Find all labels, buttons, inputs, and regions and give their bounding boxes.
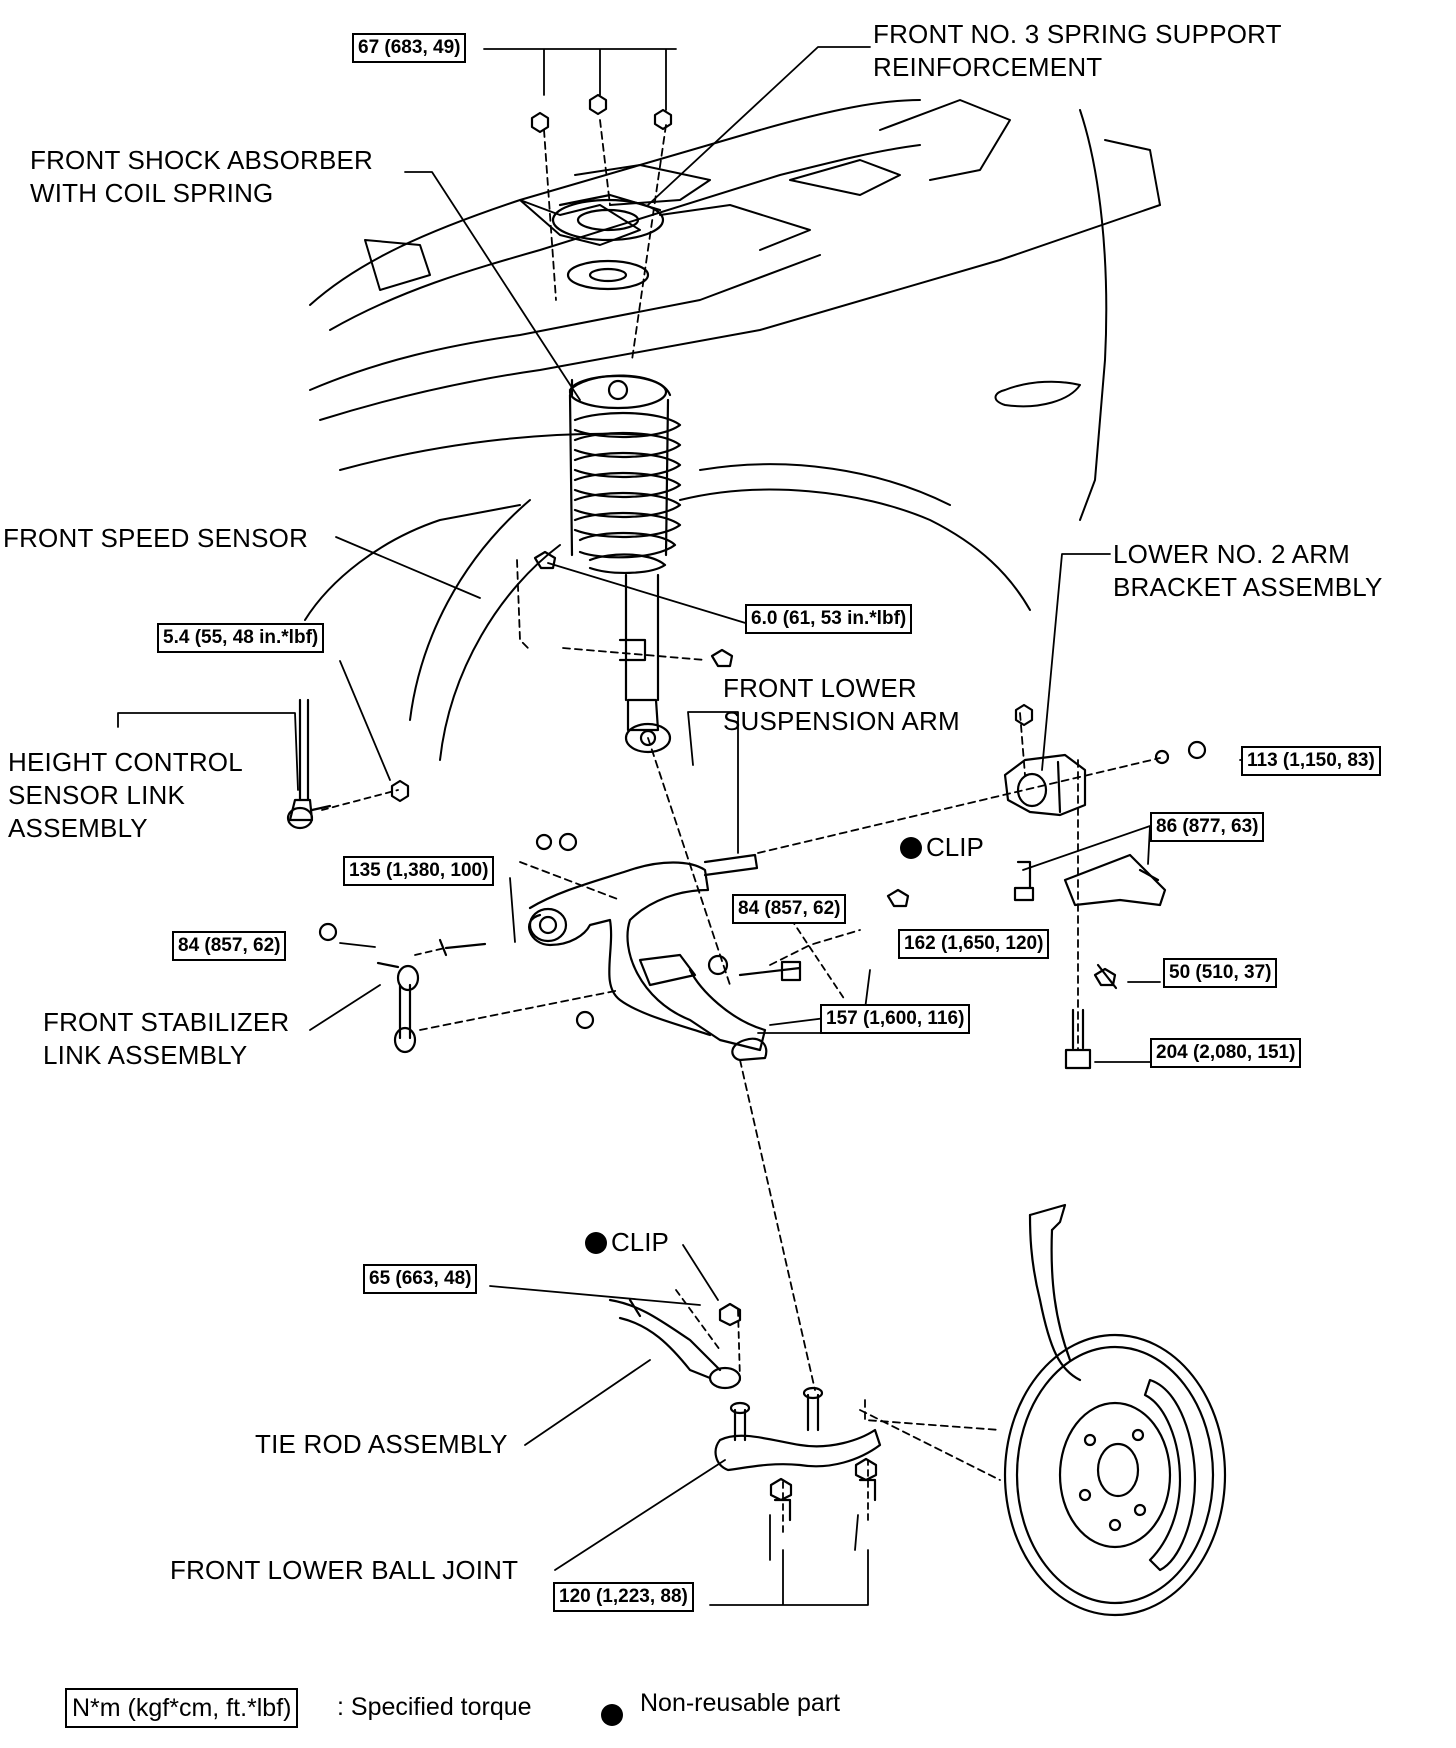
lower-suspension-arm-drawing: [528, 853, 768, 1062]
torque-120: 120 (1,223, 88): [553, 1582, 694, 1612]
fasteners: [318, 93, 1207, 1522]
clip-label-upper: CLIP: [900, 832, 984, 862]
legend-dot-icon: [601, 1704, 623, 1726]
torque-157: 157 (1,600, 116): [820, 1004, 971, 1034]
torque-162: 162 (1,650, 120): [898, 929, 1050, 959]
torque-84-arm: 84 (857, 62): [732, 894, 847, 924]
nonreusable-dot-icon: [900, 837, 922, 859]
torque-135: 135 (1,380, 100): [343, 856, 495, 886]
knuckle-rotor-drawing: [1003, 1203, 1227, 1617]
torque-65: 65 (663, 48): [363, 1264, 478, 1294]
legend-torque-unit: N*m (kgf*cm, ft.*lbf): [65, 1688, 299, 1728]
torque-6-0: 6.0 (61, 53 in.*lbf): [745, 604, 913, 634]
ball-joint-drawing: [714, 1386, 882, 1472]
label-shock-absorber: FRONT SHOCK ABSORBER WITH COIL SPRING: [30, 145, 374, 208]
torque-86: 86 (877, 63): [1150, 812, 1265, 842]
vehicle-body-outline: [304, 99, 1161, 761]
label-lower-suspension-arm: FRONT LOWER SUSPENSION ARM: [723, 673, 960, 736]
legend-nonreusable-desc: Non-reusable part: [640, 1689, 841, 1717]
torque-204: 204 (2,080, 151): [1150, 1038, 1302, 1068]
label-lower-no2-arm-bracket: LOWER NO. 2 ARM BRACKET ASSEMBLY: [1113, 539, 1383, 602]
torque-84-link: 84 (857, 62): [172, 931, 287, 961]
label-lower-ball-joint: FRONT LOWER BALL JOINT: [170, 1555, 519, 1585]
stabilizer-link-drawing: [376, 961, 420, 1054]
label-height-control-link: HEIGHT CONTROL SENSOR LINK ASSEMBLY: [8, 747, 243, 843]
legend-torque-desc: : Specified torque: [337, 1693, 532, 1721]
torque-5-4: 5.4 (55, 48 in.*lbf): [157, 623, 325, 653]
shock-absorber-drawing: [551, 193, 682, 754]
torque-50: 50 (510, 37): [1163, 958, 1278, 988]
torque-67: 67 (683, 49): [352, 33, 467, 63]
nonreusable-dot-icon: [585, 1232, 607, 1254]
label-speed-sensor: FRONT SPEED SENSOR: [3, 523, 309, 553]
label-stabilizer-link: FRONT STABILIZER LINK ASSEMBLY: [43, 1007, 290, 1070]
label-spring-support: FRONT NO. 3 SPRING SUPPORT REINFORCEMENT: [873, 19, 1282, 82]
clip-label-lower: CLIP: [585, 1227, 669, 1257]
height-control-link-drawing: [286, 698, 332, 830]
tie-rod-drawing: [608, 1298, 742, 1390]
torque-113: 113 (1,150, 83): [1241, 746, 1381, 776]
label-tie-rod: TIE ROD ASSEMBLY: [255, 1429, 508, 1459]
leader-lines: [117, 46, 1291, 1606]
lower-no2-arm-bracket-drawing: [1003, 753, 1167, 907]
